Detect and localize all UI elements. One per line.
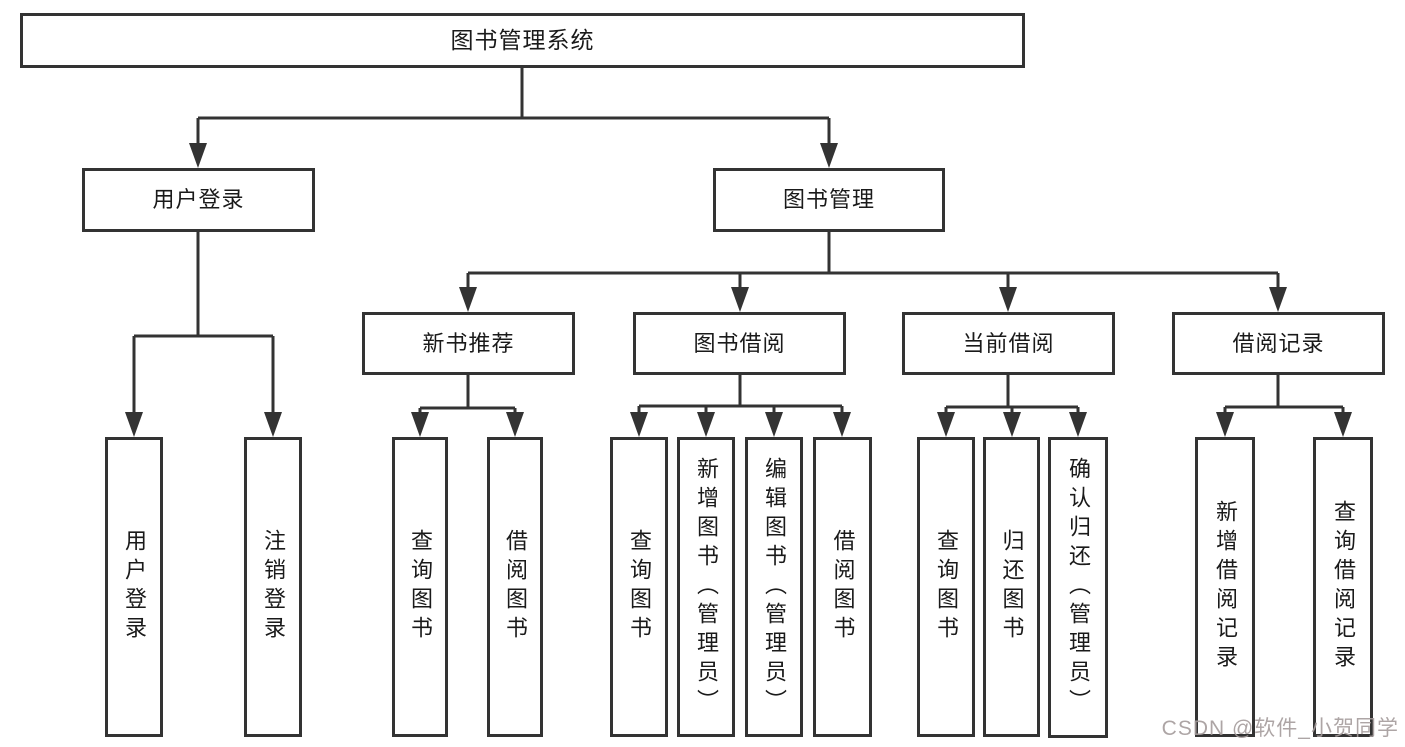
arrow-icon [937,412,955,437]
arrow-icon [189,143,207,168]
node-label: 编辑图书（管理员） [762,456,787,718]
node-label: 注销登录 [261,529,286,645]
arrow-icon [630,412,648,437]
node-label: 归还图书 [999,529,1025,645]
arrow-icon [697,412,715,437]
node-label: 借阅图书 [830,529,856,645]
node-label: 图书管理 [782,187,875,212]
arrow-icon [1216,412,1234,437]
arrow-icon [731,287,749,312]
arrow-icon [125,412,143,437]
leaf-borrow-query-book: 查询图书 [610,437,668,737]
connector-bookborrow-to-leaves [637,375,844,414]
leaf-user-login: 用户登录 [105,437,163,737]
node-label: 用户登录 [122,529,147,645]
arrow-icon [1003,412,1021,437]
arrow-icon [264,412,282,437]
node-label: 图书借阅 [693,330,786,356]
leaf-newrec-borrow-book: 借阅图书 [487,437,543,737]
leaf-query-borrow-record: 查询借阅记录 [1313,437,1373,737]
leaf-borrow-book: 借阅图书 [813,437,872,737]
node-label: 借阅记录 [1232,330,1325,356]
node-user-login: 用户登录 [82,168,315,232]
leaf-newrec-query-book: 查询图书 [392,437,448,737]
node-current-borrow: 当前借阅 [902,312,1115,375]
leaf-confirm-return-admin: 确认归还（管理员） [1048,437,1108,738]
arrow-icon [765,412,783,437]
connector-userlogin-to-leaves [132,232,275,414]
csdn-watermark: CSDN @软件_小贺同学 [1161,717,1399,740]
leaf-current-query-book: 查询图书 [917,437,975,737]
arrow-icon [411,412,429,437]
arrow-icon [999,287,1017,312]
node-root-system: 图书管理系统 [20,13,1025,68]
arrow-icon [1334,412,1352,437]
node-label: 查询图书 [627,529,652,645]
node-label: 查询借阅记录 [1331,500,1356,674]
arrow-icon [1069,412,1087,437]
arrow-icon [1269,287,1287,312]
node-label: 确认归还（管理员） [1066,457,1091,718]
node-label: 用户登录 [152,187,245,212]
connector-bookmgmt-to-level2 [466,232,1280,289]
node-book-borrow: 图书借阅 [633,312,846,375]
connector-root-to-level1 [196,68,831,145]
node-borrow-record: 借阅记录 [1172,312,1385,375]
node-label: 新增借阅记录 [1213,500,1238,674]
node-book-management: 图书管理 [713,168,945,232]
arrow-icon [820,143,838,168]
leaf-add-book-admin: 新增图书（管理员） [677,437,735,737]
leaf-edit-book-admin: 编辑图书（管理员） [745,437,803,737]
leaf-add-borrow-record: 新增借阅记录 [1195,437,1255,737]
node-new-book-recommend: 新书推荐 [362,312,575,375]
leaf-return-book: 归还图书 [983,437,1040,737]
arrow-icon [459,287,477,312]
arrow-icon [833,412,851,437]
connector-borrowrecord-to-leaves [1223,375,1345,414]
leaf-logout: 注销登录 [244,437,302,737]
node-label: 新书推荐 [422,330,515,356]
node-label: 借阅图书 [503,529,528,645]
node-label: 新增图书（管理员） [694,456,719,718]
node-label: 当前借阅 [962,330,1055,356]
node-label: 查询图书 [934,529,959,645]
connector-newbookrec-to-leaves [418,375,517,414]
arrow-icon [506,412,524,437]
node-label: 查询图书 [408,529,433,645]
connector-currentborrow-to-leaves [944,375,1080,414]
node-label: 图书管理系统 [450,27,595,53]
